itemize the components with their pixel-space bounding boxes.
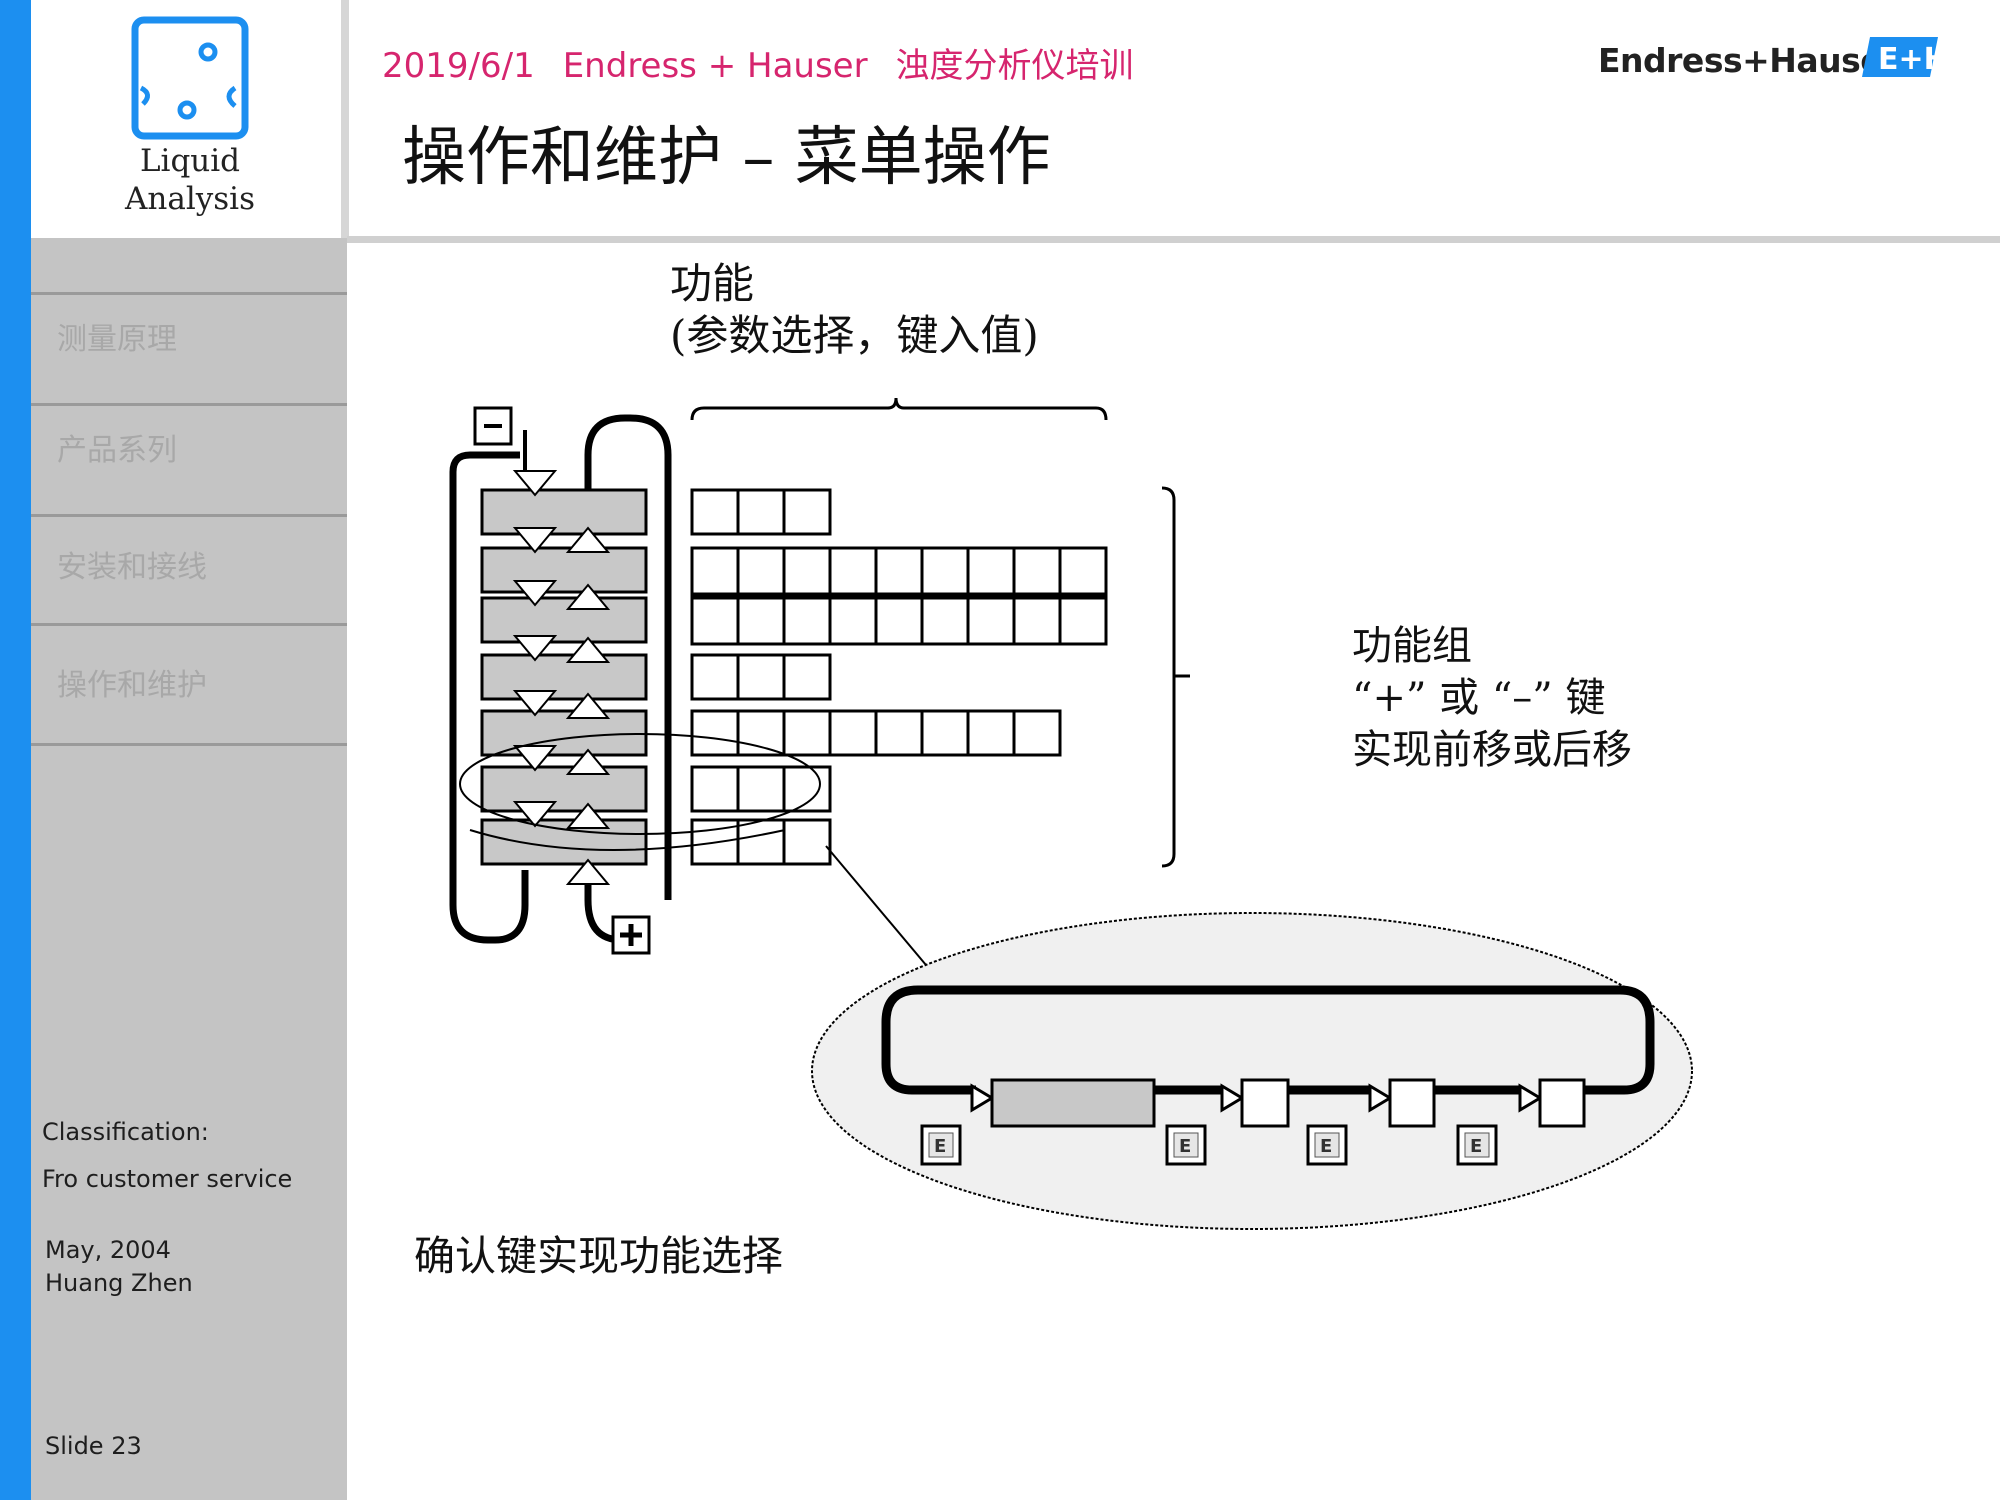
- logo-line-2: Analysis: [125, 181, 255, 217]
- function-group-label: 功能组 “+” 或 “–” 键 实现前移或后移: [1352, 620, 1632, 776]
- function-label-line-1: 功能: [670, 259, 755, 308]
- function-brace: [690, 397, 1108, 421]
- footer-date: May, 2004: [45, 1236, 171, 1264]
- selection-ellipse: [459, 733, 821, 835]
- header-subtitle: 2019/6/1 Endress + Hauser 浊度分析仪培训: [382, 38, 1162, 87]
- svg-text:E: E: [934, 1136, 946, 1157]
- enter-key-icon: E: [1306, 1124, 1348, 1166]
- header-divider: [347, 236, 2000, 243]
- function-group-line-1: 功能组: [1352, 623, 1472, 669]
- minus-key-icon: [473, 406, 513, 446]
- enter-key-icons: E E E E: [920, 1124, 1498, 1166]
- nav-divider: [31, 623, 347, 626]
- nav-divider: [31, 743, 347, 746]
- accent-strip: [0, 0, 31, 1500]
- minus-loop: [449, 451, 529, 944]
- sidebar-item-measuring-principle[interactable]: 测量原理: [57, 322, 177, 357]
- svg-text:E+H: E+H: [1878, 42, 1938, 77]
- nav-divider: [31, 292, 347, 295]
- svg-text:E: E: [1470, 1136, 1482, 1157]
- classification-label: Classification:: [42, 1118, 209, 1146]
- enter-loop: [881, 985, 1655, 1095]
- header-company: Endress + Hauser: [562, 46, 868, 86]
- sidebar-item-operation-maintenance[interactable]: 操作和维护: [57, 668, 207, 703]
- classification-value: Fro customer service: [42, 1165, 293, 1193]
- function-group-line-2: “+” 或 “–” 键: [1352, 675, 1606, 721]
- function-label: 功能 (参数选择，键入值): [670, 258, 1039, 362]
- logo-text: Liquid Analysis: [110, 142, 270, 218]
- svg-text:E: E: [1179, 1136, 1191, 1157]
- footer-author: Huang Zhen: [45, 1269, 193, 1297]
- function-label-line-2: (参数选择，键入值): [670, 311, 1039, 360]
- menu-blocks: [480, 488, 648, 866]
- enter-key-icon: E: [1456, 1124, 1498, 1166]
- sidebar: [31, 238, 347, 1500]
- logo-line-1: Liquid: [139, 143, 241, 179]
- zoom-ellipse: [811, 912, 1693, 1230]
- plus-key-icon: [611, 915, 651, 955]
- function-group-line-3: 实现前移或后移: [1352, 727, 1632, 773]
- function-grid: [690, 488, 1108, 866]
- confirm-label: 确认键实现功能选择: [414, 1232, 783, 1280]
- nav-divider: [31, 403, 347, 406]
- slide-number: Slide 23: [45, 1432, 142, 1460]
- page-title: 操作和维护 – 菜单操作: [402, 121, 1051, 195]
- sidebar-item-product-series[interactable]: 产品系列: [57, 433, 177, 468]
- eh-logo-icon: E+H: [1862, 37, 1938, 77]
- logo-divider: [341, 0, 349, 238]
- brand-name: Endress+Hauser: [1598, 41, 1898, 80]
- sidebar-item-installation-wiring[interactable]: 安装和接线: [57, 550, 207, 585]
- svg-text:E: E: [1320, 1136, 1332, 1157]
- header-date: 2019/6/1: [382, 46, 535, 86]
- plus-loop: [584, 414, 672, 900]
- function-group-bracket: [1161, 486, 1190, 868]
- zoom-sequence: [970, 1078, 1586, 1128]
- header-course: 浊度分析仪培训: [895, 46, 1134, 86]
- enter-key-icon: E: [920, 1124, 962, 1166]
- nav-divider: [31, 514, 347, 517]
- enter-key-icon: E: [1165, 1124, 1207, 1166]
- liquid-analysis-logo-icon: [131, 16, 249, 140]
